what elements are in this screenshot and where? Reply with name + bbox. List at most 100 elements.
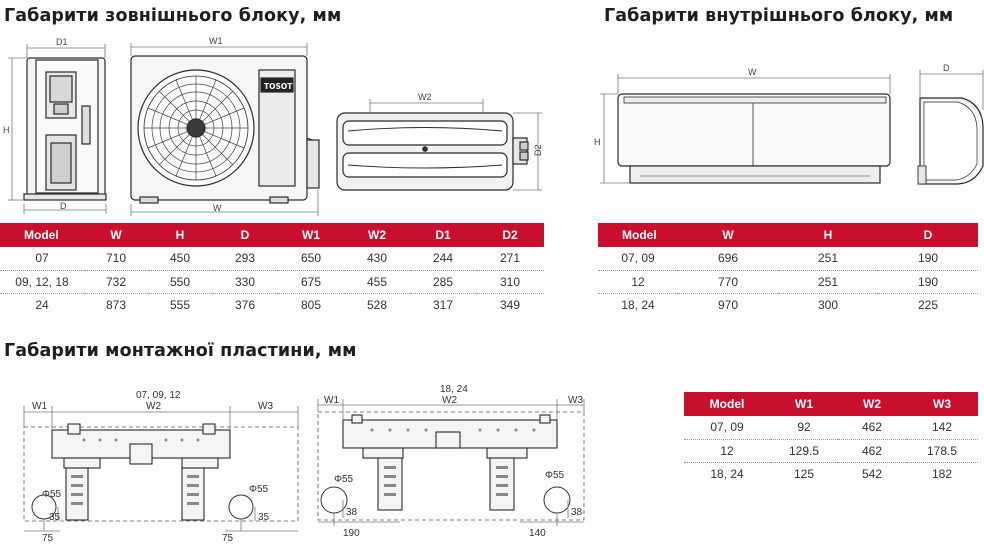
outdoor-front-view: [130, 55, 320, 204]
plate-a-phi-right: Φ55: [249, 484, 269, 495]
col-d: D: [878, 223, 978, 247]
indoor-side-view: [917, 97, 984, 185]
plate-a: 07, 09, 12 W1 W2 W3 Φ55 Φ55 35 35 75 75: [23, 390, 299, 544]
plate-a-w2: W2: [146, 401, 161, 412]
plate-a-h-left: 75: [42, 533, 54, 544]
plate-b-v-right: 38: [571, 507, 583, 518]
col-w2: W2: [344, 223, 410, 247]
table-cell: 293: [212, 247, 278, 271]
outdoor-heading: Габарити зовнішнього блоку, мм: [4, 6, 342, 26]
outdoor-side-view: [23, 57, 107, 201]
indoor-side-dims: [919, 70, 984, 110]
table-cell: 12: [684, 439, 770, 463]
plate-a-w1: W1: [32, 401, 47, 412]
table-cell: 225: [917, 298, 939, 313]
col-w: W: [678, 223, 778, 247]
plate-b-h-right: 140: [529, 528, 546, 539]
table-cell: 285: [410, 270, 476, 294]
plate-a-w3: W3: [258, 401, 273, 412]
dim-w1-label: W1: [209, 36, 223, 46]
table-cell: 430: [344, 247, 410, 271]
plate-b-models: 18, 24: [440, 384, 468, 395]
col-h: H: [778, 223, 878, 247]
dim-w2-label: W2: [418, 92, 432, 102]
table-cell: 970: [717, 298, 739, 313]
col-model: Model: [598, 223, 678, 247]
table-cell: 18, 24: [621, 298, 655, 313]
plate-a-h-right: 75: [222, 533, 234, 544]
table-cell: 07: [0, 247, 84, 271]
table-cell: 300: [817, 298, 839, 313]
outdoor-side-dims: [8, 44, 107, 214]
plate-b-phi-right: Φ55: [545, 470, 565, 481]
table-cell: 310: [476, 270, 544, 294]
table-cell: 142: [906, 416, 978, 440]
table-cell: 92: [770, 416, 838, 440]
plate-b-phi-left: Φ55: [334, 474, 354, 485]
table-cell: 251: [778, 270, 878, 294]
table-cell: 873: [105, 298, 127, 313]
table-cell: 190: [878, 247, 978, 271]
table-row: 18, 24 970 300 225: [598, 294, 978, 317]
table-cell: 190: [878, 270, 978, 294]
plate-b-w3: W3: [568, 395, 583, 406]
table-cell: 696: [678, 247, 778, 271]
table-cell: 555: [169, 298, 191, 313]
col-model: Model: [0, 223, 84, 247]
table-cell: 732: [84, 270, 148, 294]
table-cell: 129.5: [770, 439, 838, 463]
outdoor-front-dims: [130, 43, 319, 216]
col-w3: W3: [906, 392, 978, 416]
table-cell: 376: [234, 298, 256, 313]
table-cell: 805: [300, 298, 322, 313]
table-header-row: Model W1 W2 W3: [684, 392, 978, 416]
table-cell: 12: [598, 270, 678, 294]
table-cell: 770: [678, 270, 778, 294]
table-cell: 450: [148, 247, 212, 271]
table-cell: 455: [344, 270, 410, 294]
dim-indoor-d-label: D: [943, 63, 950, 73]
table-cell: 675: [278, 270, 344, 294]
col-w1: W1: [278, 223, 344, 247]
plate-a-models: 07, 09, 12: [136, 390, 181, 401]
col-d: D: [212, 223, 278, 247]
dim-w-label: W: [213, 203, 222, 213]
dim-d2-label: D2: [533, 144, 543, 156]
table-cell: 710: [84, 247, 148, 271]
dim-d1-label: D1: [56, 37, 68, 47]
plate-heading: Габарити монтажної пластини, мм: [4, 341, 357, 361]
col-d2: D2: [476, 223, 544, 247]
col-w2: W2: [838, 392, 906, 416]
table-cell: 07, 09: [684, 416, 770, 440]
col-h: H: [148, 223, 212, 247]
plate-b-w1: W1: [324, 395, 339, 406]
table-cell: 18, 24: [710, 467, 744, 482]
dim-h-label: H: [3, 125, 10, 135]
table-cell: 07, 09: [598, 247, 678, 271]
dim-indoor-h-label: H: [594, 137, 601, 147]
col-model: Model: [684, 392, 770, 416]
table-cell: 528: [366, 298, 388, 313]
plate-a-v-left: 35: [49, 512, 61, 523]
table-cell: 317: [432, 298, 454, 313]
table-cell: 125: [793, 467, 815, 482]
table-cell: 24: [35, 298, 49, 313]
indoor-front-view: [617, 93, 891, 184]
table-header-row: Model W H D W1 W2 D1 D2: [0, 223, 544, 247]
col-w: W: [84, 223, 148, 247]
table-cell: 650: [278, 247, 344, 271]
dim-indoor-w-label: W: [748, 67, 757, 77]
dim-d-label: D: [60, 201, 67, 211]
plate-a-phi-left: Φ55: [42, 489, 62, 500]
indoor-heading: Габарити внутрішнього блоку, мм: [604, 6, 954, 26]
plate-b: 18, 24 W1 W2 W3 Φ55 Φ55 38 38 190 140: [317, 384, 585, 539]
indoor-front-dims: [600, 74, 891, 184]
